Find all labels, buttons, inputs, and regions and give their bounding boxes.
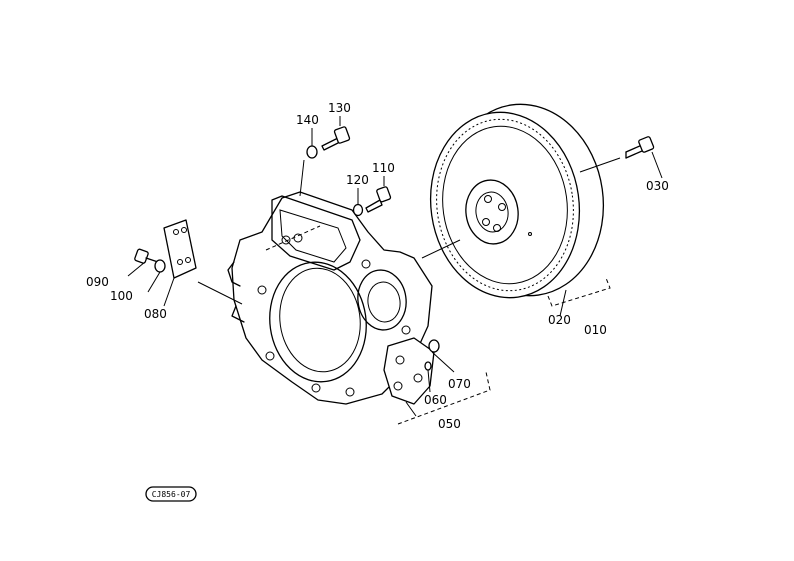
cover-plate-080 (163, 219, 197, 279)
label-050: 050 (438, 417, 461, 431)
drawing-code-badge: CJ856-07 (145, 486, 197, 502)
label-100: 100 (110, 289, 133, 303)
label-060: 060 (424, 393, 447, 407)
label-010: 010 (584, 323, 607, 337)
label-140: 140 (296, 113, 319, 127)
leader-lines (127, 116, 663, 425)
label-030: 030 (646, 179, 669, 193)
bolt-090 (134, 248, 159, 264)
label-020: 020 (548, 313, 571, 327)
bolt-110 (365, 186, 392, 213)
bolt-030 (625, 136, 655, 159)
label-120: 120 (346, 173, 369, 187)
bolt-130 (321, 126, 351, 151)
washer-140 (306, 145, 318, 159)
label-070: 070 (448, 377, 471, 391)
label-080: 080 (144, 307, 167, 321)
washer-100 (154, 259, 166, 273)
pin-060 (424, 361, 432, 371)
label-130: 130 (328, 101, 351, 115)
label-090: 090 (86, 275, 109, 289)
flywheel-housing (227, 191, 435, 405)
label-110: 110 (372, 161, 395, 175)
drawing-code: CJ856-07 (152, 490, 191, 499)
flywheel (429, 103, 605, 299)
dowel-070 (428, 339, 440, 353)
washer-120 (352, 203, 364, 217)
